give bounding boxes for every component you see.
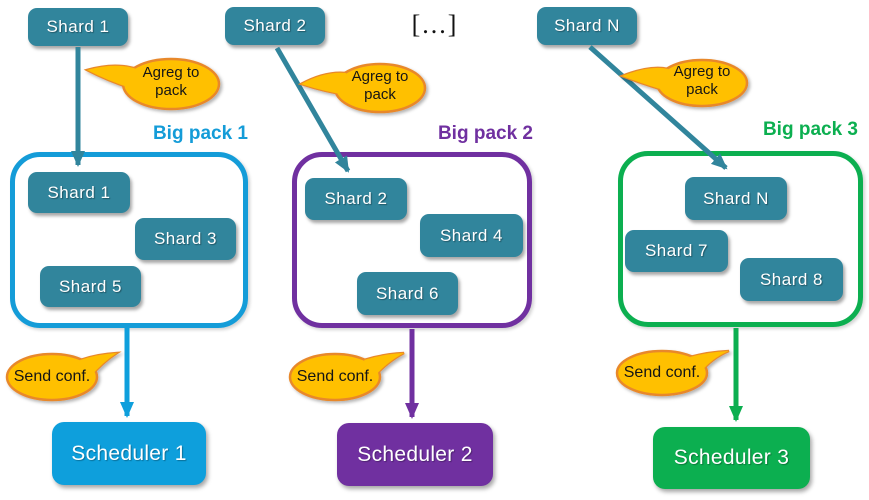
scheduler-2-box: Scheduler 2 <box>337 423 493 486</box>
agreg-callout-1-label: Agreg to pack <box>142 64 200 100</box>
big-pack-2-container <box>292 152 532 328</box>
source-shard-n-box: Shard N <box>537 7 637 45</box>
pack3-shard-box: Shard N <box>685 177 787 220</box>
source-shard-2-box: Shard 2 <box>225 7 325 45</box>
agreg-callout-3-label: Agreg to pack <box>673 63 731 99</box>
pack2-shard-box: Shard 6 <box>357 272 458 315</box>
scheduler-3-box: Scheduler 3 <box>653 427 810 489</box>
big-pack-3-container <box>618 151 863 327</box>
pack2-shard-box: Shard 4 <box>420 214 523 257</box>
big-pack-2-label: Big pack 2 <box>437 123 533 144</box>
pack3-shard-box: Shard 7 <box>625 230 728 272</box>
big-pack-1-label: Big pack 1 <box>152 123 248 144</box>
pack2-shard-box: Shard 2 <box>305 178 407 220</box>
pack3-shard-box: Shard 8 <box>740 258 843 301</box>
send-callout-3-label: Send conf. <box>623 364 701 381</box>
send-callout-1-label: Send conf. <box>13 368 91 385</box>
scheduler-1-box: Scheduler 1 <box>52 422 206 485</box>
pack1-shard-box: Shard 5 <box>40 266 141 307</box>
agreg-callout-2-label: Agreg to pack <box>351 68 409 104</box>
source-shard-1-box: Shard 1 <box>28 8 128 46</box>
ellipsis-label: [...] <box>411 10 459 39</box>
send-callout-2-label: Send conf. <box>296 368 374 385</box>
big-pack-1-container <box>10 152 248 328</box>
pack1-shard-box: Shard 1 <box>28 172 130 213</box>
big-pack-3-label: Big pack 3 <box>762 119 858 140</box>
pack1-shard-box: Shard 3 <box>135 218 236 260</box>
